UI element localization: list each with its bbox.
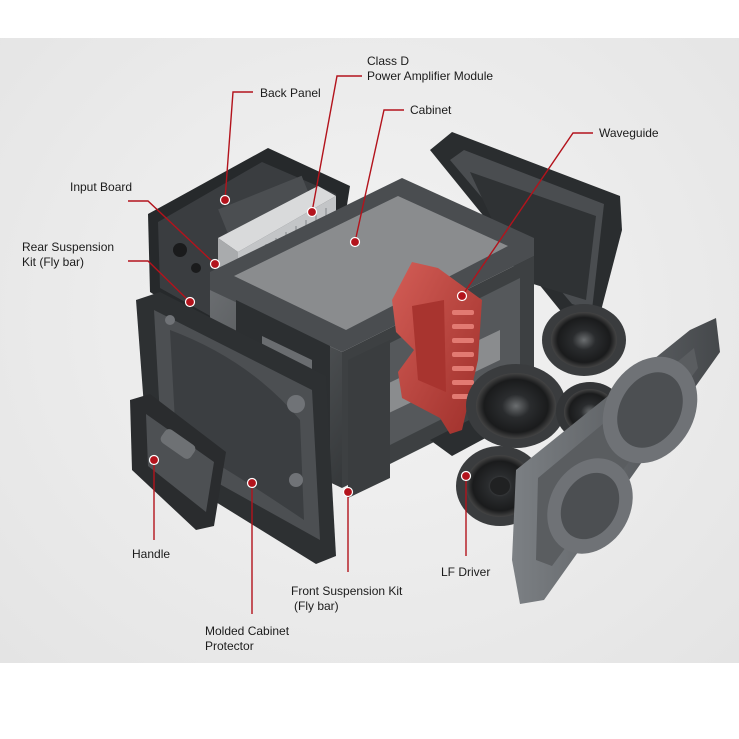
leader-waveguide (461, 132, 593, 297)
leader-class-d (311, 75, 362, 213)
label-input-board: Input Board (70, 180, 133, 194)
exploded-view-illustration (128, 75, 720, 614)
front-grille-part (512, 318, 720, 604)
label-lf-driver: LF Driver (441, 565, 491, 579)
dot-cabinet (349, 236, 361, 248)
handle-part (130, 394, 226, 530)
leader-input-board (128, 200, 216, 265)
dot-back-panel (219, 194, 231, 206)
leader-back-panel (224, 91, 253, 201)
label-back-panel: Back Panel (260, 86, 321, 100)
rear-frame-part (430, 132, 622, 330)
dot-class-d (306, 206, 318, 218)
label-handle: Handle (132, 547, 171, 561)
label-front-suspension-line1: Front Suspension Kit (291, 584, 403, 598)
label-rear-suspension: Rear Suspension Kit (Fly bar) (22, 240, 114, 270)
label-molded-protector: Molded Cabinet Protector (205, 624, 289, 654)
dot-lf-driver (460, 470, 472, 482)
molded-protector-part (136, 292, 336, 564)
label-rear-suspension-line1: Rear Suspension (22, 240, 115, 254)
label-class-d-line2: Power Amplifier Module (367, 69, 494, 83)
label-front-suspension-line2: (Fly bar) (294, 599, 339, 613)
label-waveguide: Waveguide (599, 126, 659, 140)
label-class-d: Class D Power Amplifier Module (367, 54, 493, 84)
dot-rear-suspension (184, 296, 196, 308)
label-molded-protector-line2: Protector (205, 639, 254, 653)
dot-molded-protector (246, 477, 258, 489)
leader-rear-suspension (128, 260, 191, 303)
dot-waveguide (456, 290, 468, 302)
label-rear-suspension-line2: Kit (Fly bar) (22, 255, 85, 269)
dot-input-board (209, 258, 221, 270)
label-front-suspension: Front Suspension Kit (Fly bar) (291, 584, 402, 614)
leader-cabinet (354, 109, 404, 243)
dot-front-suspension (342, 486, 354, 498)
label-molded-protector-line1: Molded Cabinet (205, 624, 290, 638)
label-cabinet: Cabinet (410, 103, 452, 117)
callout-leaders (128, 75, 593, 614)
waveguide-part (392, 262, 482, 434)
exploded-diagram-stage (0, 38, 739, 663)
dot-handle (148, 454, 160, 466)
label-class-d-line1: Class D (367, 54, 410, 68)
